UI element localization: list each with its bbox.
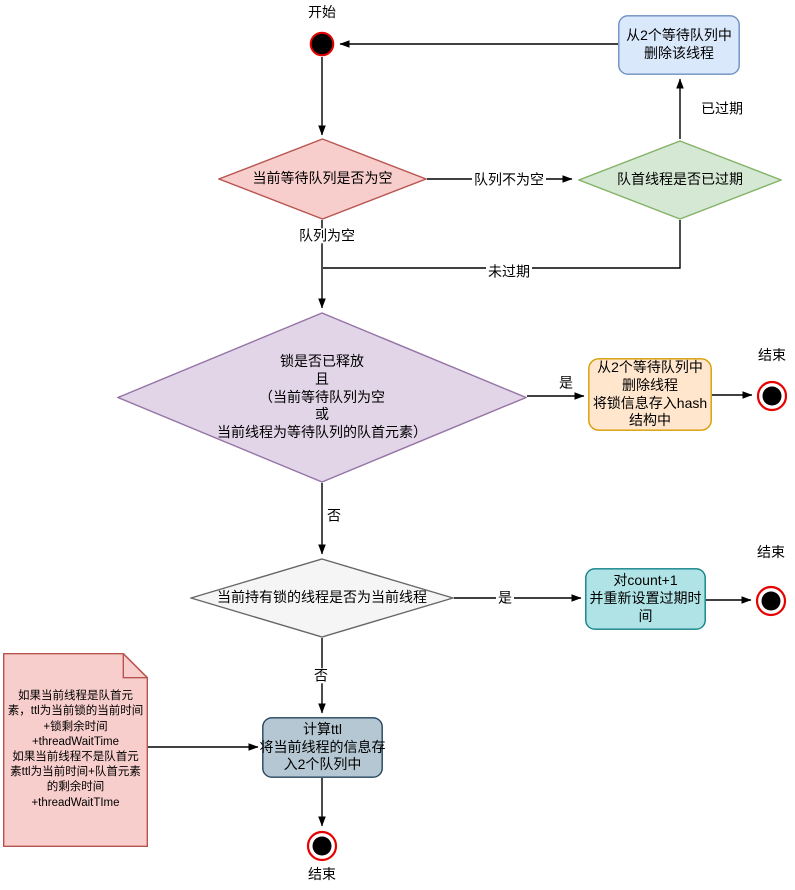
decision-holder-is-current-label: 当前持有锁的线程是否为当前线程 (217, 589, 427, 606)
edge-label-yes-holder: 是 (496, 589, 514, 606)
end3-label: 结束 (308, 866, 336, 883)
diamond-shape (578, 140, 782, 220)
decision-head-expired: 队首线程是否已过期 (578, 140, 782, 220)
edge-label-no-holder: 否 (312, 667, 330, 684)
diamond-shape (218, 138, 427, 220)
process-remove-thread-top-label: 从2个等待队列中 删除该线程 (626, 27, 732, 61)
start-label-wrap: 开始 (294, 4, 350, 22)
rounded-rect-shape (585, 568, 706, 630)
rounded-rect-shape (618, 15, 740, 75)
rounded-rect-shape (262, 717, 383, 778)
diamond-shape (190, 558, 454, 638)
note-shape (3, 653, 148, 847)
edge-label-not-expired: 未过期 (486, 263, 532, 280)
edge-label-yes-release: 是 (557, 374, 575, 391)
edge-label-expired: 已过期 (699, 100, 745, 117)
process-remove-thread-top: 从2个等待队列中 删除该线程 (618, 15, 740, 75)
process-count-incr-label: 对count+1 并重新设置过期时 间 (589, 572, 702, 624)
rounded-rect-shape (588, 358, 712, 431)
end2-label-wrap: 结束 (743, 544, 795, 561)
start-label: 开始 (308, 4, 336, 21)
process-calc-ttl-label: 计算ttl 将当前线程的信息存 入2个队列中 (259, 720, 386, 773)
edge-label-queue-not-empty: 队列不为空 (472, 171, 546, 188)
end1-label: 结束 (758, 347, 786, 364)
start-node (309, 31, 335, 57)
process-store-hash-label: 从2个等待队列中 删除线程 将锁信息存入hash 结构中 (592, 358, 708, 429)
note-fold-corner (122, 653, 148, 679)
decision-lock-released-label: 锁是否已释放 且 （当前等待队列为空 或 当前线程为等待队列的队首元素） (217, 352, 427, 441)
edge-label-queue-is-empty: 队列为空 (297, 227, 357, 244)
decision-queue-empty-label: 当前等待队列是否为空 (252, 170, 393, 187)
end-node-2 (755, 585, 787, 617)
decision-head-expired-label: 队首线程是否已过期 (617, 171, 743, 188)
edge-label-no-release: 否 (325, 507, 343, 524)
note-ttl-rule: 如果当前线程是队首元 素，ttl为当前锁的当前时间 +锁剩余时间 +thread… (3, 653, 148, 847)
end-node-3 (306, 830, 338, 862)
decision-lock-released: 锁是否已释放 且 （当前等待队列为空 或 当前线程为等待队列的队首元素） (117, 312, 527, 483)
end3-label-wrap: 结束 (294, 866, 350, 884)
decision-holder-is-current: 当前持有锁的线程是否为当前线程 (190, 558, 454, 638)
process-count-incr: 对count+1 并重新设置过期时 间 (585, 568, 706, 630)
diamond-shape (117, 312, 527, 483)
note-ttl-rule-text: 如果当前线程是队首元 素，ttl为当前锁的当前时间 +锁剩余时间 +thread… (7, 690, 144, 809)
process-calc-ttl: 计算ttl 将当前线程的信息存 入2个队列中 (259, 717, 386, 778)
end2-label: 结束 (757, 544, 785, 561)
process-store-hash: 从2个等待队列中 删除线程 将锁信息存入hash 结构中 (588, 358, 712, 431)
end-node-1 (756, 380, 788, 412)
decision-queue-empty: 当前等待队列是否为空 (218, 138, 427, 220)
end1-label-wrap: 结束 (744, 347, 795, 364)
edge-not-expired (323, 220, 681, 269)
